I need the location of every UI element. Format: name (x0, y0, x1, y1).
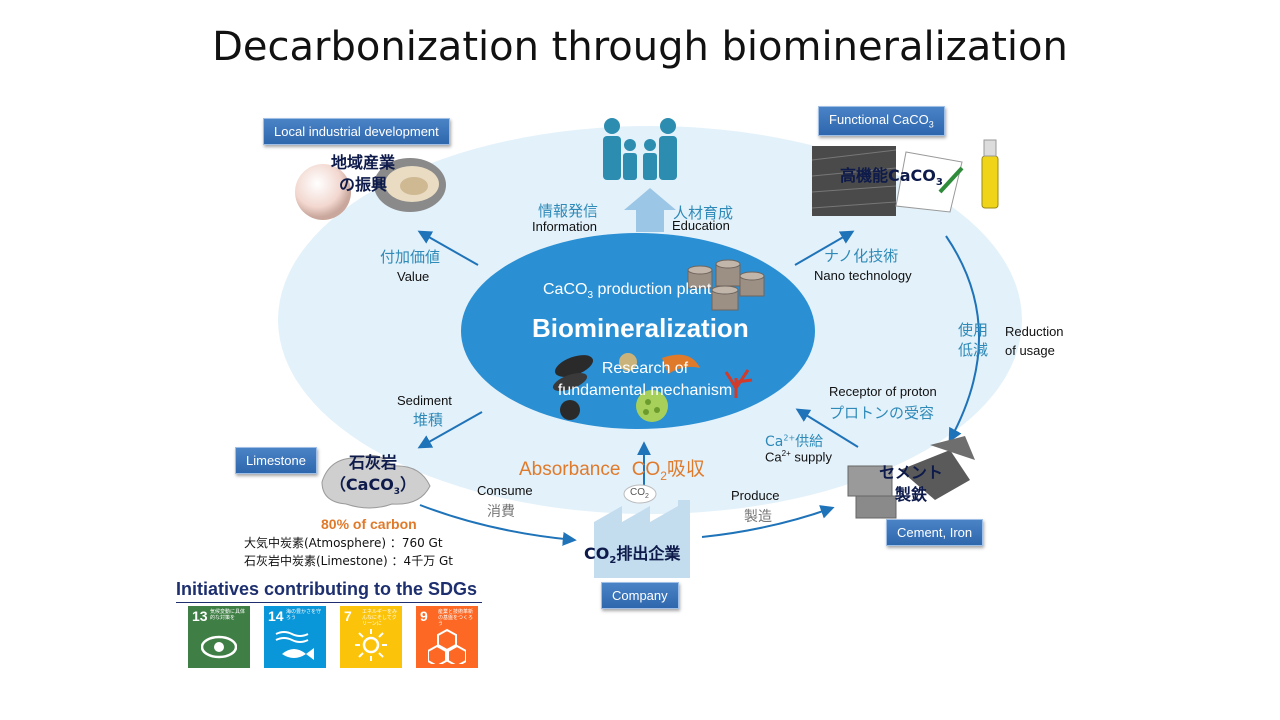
sdg-7-card: 7 エネルギーをみんなにそしてクリーンに (340, 606, 402, 668)
usage-en: Reduction of usage (1005, 322, 1064, 360)
absorbance-label: Absorbance CO2吸収 (519, 454, 705, 483)
info-en: Information (532, 219, 598, 234)
value-en: Value (397, 269, 430, 284)
family-icon (603, 118, 677, 180)
limestone-line2: （CaCO3） (329, 475, 417, 498)
edu-en: Education (672, 218, 730, 233)
sdg-9-number: 9 (420, 608, 428, 624)
factory-icon (594, 484, 690, 578)
company-label: CO2排出企業 (584, 544, 681, 567)
tag-local-industrial: Local industrial development (263, 118, 450, 145)
production-tanks-icon (687, 259, 765, 311)
value-jp: 付加価値 (380, 248, 441, 266)
arrow-consume (419, 504, 577, 546)
arrow-nano (794, 230, 855, 266)
cement-line1: セメント (879, 463, 943, 482)
carbon-headline: 80% of carbon (321, 516, 417, 532)
fish-icon (275, 631, 314, 660)
sdg-13-number: 13 (192, 608, 208, 624)
arrow-value (417, 230, 479, 266)
plant-label: CaCO3 production plant (543, 281, 712, 302)
arrow-proton (795, 408, 859, 448)
tag-limestone: Limestone (235, 447, 317, 474)
sdg-9-text: 産業と技術革新の基盤をつくろう (438, 609, 474, 627)
sdg-14-text: 海の豊かさを守ろう (286, 609, 322, 621)
sun-icon (355, 629, 387, 661)
cement-iron-label: セメント 製鉄 (866, 462, 956, 506)
local-industry-label: 地域産業 の振興 (318, 152, 408, 196)
research-line1: Research of (601, 360, 689, 377)
carbon-stats: 大気中炭素(Atmosphere) ：760 Gt 石灰岩中炭素(Limesto… (244, 534, 453, 570)
arrow-produce (701, 505, 835, 538)
research-line2: fundamental mechanism (557, 382, 733, 399)
sdg-14-card: 14 海の豊かさを守ろう (264, 606, 326, 668)
sediment-en: Sediment (397, 393, 452, 408)
sdg-7-text: エネルギーをみんなにそしてクリーンに (362, 609, 398, 627)
produce-jp: 製造 (744, 509, 772, 525)
limestone-rocks-icon (321, 454, 431, 509)
usage-jp: 使用 低減 (958, 320, 988, 360)
usage-jp-line1: 使用 (958, 321, 989, 339)
consume-jp: 消費 (487, 504, 515, 520)
cubes-icon (428, 628, 466, 664)
consume-en: Consume (477, 483, 533, 498)
paper-icon (895, 151, 964, 213)
usage-jp-line2: 低減 (958, 341, 989, 359)
functional-caco3-label: 高機能CaCO3 (840, 166, 943, 189)
limestone-label: 石灰岩 （CaCO3） (328, 452, 418, 503)
center-title: Biomineralization (532, 313, 749, 343)
local-line1: 地域産業 (330, 153, 395, 172)
absorbance-en: Absorbance (519, 459, 621, 480)
cement-line2: 製鉄 (894, 485, 927, 504)
edu-jp: 人材育成 (673, 204, 734, 222)
page-title: Decarbonization through biomineralizatio… (212, 24, 1068, 70)
sdg-14-number: 14 (268, 608, 284, 624)
carbon-limestone: 石灰岩中炭素(Limestone) ：4千万 Gt (244, 554, 454, 568)
sdg-13-card: 13 気候変動に具体的な対策を (188, 606, 250, 668)
info-jp: 情報発信 (538, 202, 599, 220)
proton-en: Receptor of proton (829, 384, 937, 399)
tag-functional-caco3: Functional CaCO3 (818, 106, 945, 136)
absorbance-jp: CO2吸収 (631, 459, 705, 483)
usage-en-line2: of usage (1005, 343, 1055, 358)
marine-organisms-icon (552, 353, 753, 422)
pearl-icon (295, 164, 351, 220)
cement-iron-icon (847, 436, 975, 519)
ca-supply-jp: Ca2+供給 (765, 433, 824, 450)
limestone-line1: 石灰岩 (348, 453, 397, 472)
co2-bubble-label: CO2 (630, 487, 649, 500)
oyster-icon (374, 158, 446, 212)
sdg-9-card: 9 産業と技術革新の基盤をつくろう (416, 606, 478, 668)
nano-jp: ナノ化技術 (824, 247, 899, 265)
sdg-13-text: 気候変動に具体的な対策を (210, 609, 246, 621)
local-line2: の振興 (338, 175, 387, 194)
sediment-jp: 堆積 (413, 411, 444, 429)
arrow-usage (945, 235, 980, 443)
up-arrow (624, 188, 676, 232)
crystal-texture-image (812, 146, 896, 216)
sdg-7-number: 7 (344, 608, 352, 624)
nano-en: Nano technology (814, 268, 912, 283)
proton-jp: プロトンの受容 (829, 404, 935, 422)
tag-cement-iron: Cement, Iron (886, 519, 984, 546)
tag-company: Company (601, 582, 679, 609)
research-label: Research of fundamental mechanism (520, 358, 770, 402)
arrow-sediment (417, 411, 483, 449)
usage-en-line1: Reduction (1005, 324, 1064, 339)
produce-en: Produce (731, 488, 780, 503)
ca-supply-en: Ca2+ supply (765, 449, 832, 465)
carbon-atmosphere: 大気中炭素(Atmosphere) ：760 Gt (244, 536, 443, 550)
eye-icon (201, 635, 237, 659)
sdgs-title: Initiatives contributing to the SDGs (176, 579, 478, 599)
cement-tube-icon (981, 139, 999, 209)
sdgs-underline (176, 602, 482, 603)
